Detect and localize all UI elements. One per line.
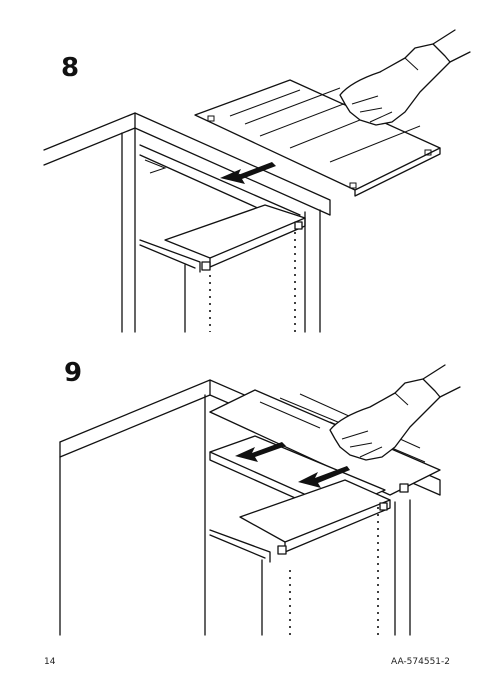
gloved-hand-icon [339,29,471,126]
push-arrow-icon [298,466,350,488]
push-arrow-icon [235,442,286,462]
step-9-illustration [59,364,461,636]
lower-panel [239,479,391,555]
cabinet-frame [43,112,331,333]
insert-panel [194,79,441,197]
step-8-illustration [43,29,471,333]
gloved-hand-icon [329,364,461,461]
inner-panel [164,204,306,271]
document-code: AA-574551-2 [391,657,450,667]
push-arrow-icon [220,162,276,184]
step-8-number: 8 [61,53,80,83]
step-9-number: 9 [64,358,83,388]
page-number: 14 [44,657,56,667]
